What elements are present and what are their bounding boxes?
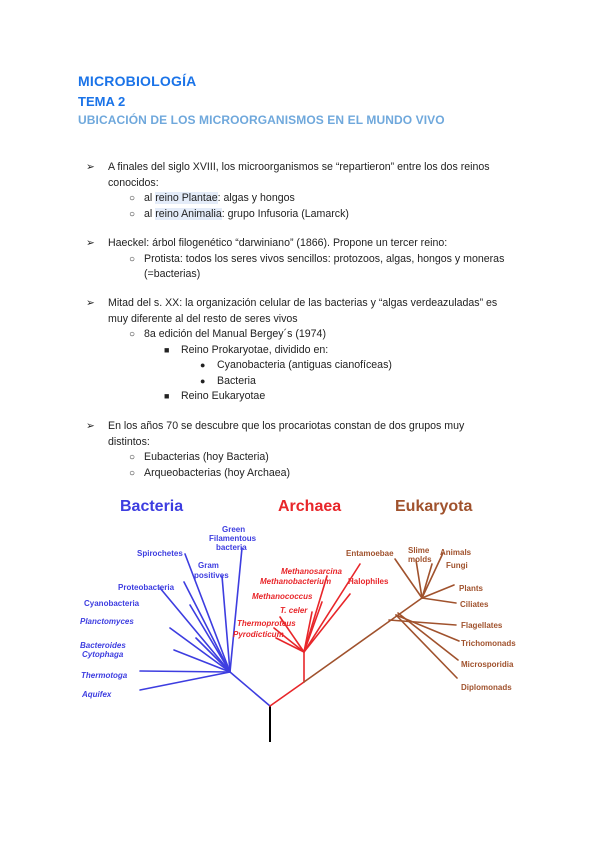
leaf-label-methanosarcina: Methanosarcina xyxy=(281,567,342,576)
sub-item: ○ Arqueobacterias (hoy Archaea) xyxy=(129,466,464,482)
leaf-label-animals: Animals xyxy=(440,548,472,557)
text: Bacteria xyxy=(217,374,256,387)
bullet-item: ➢ Haeckel: árbol filogenético “darwiniano… xyxy=(86,236,504,252)
circle-bullet-icon: ○ xyxy=(129,253,136,265)
leaf-label-bacteroides: Bacteroides xyxy=(80,641,126,650)
bullet-text-cont: distintos: xyxy=(108,435,150,448)
text: Arqueobacterias (hoy Archaea) xyxy=(144,466,291,479)
domain-label-bacteria: Bacteria xyxy=(120,498,183,515)
bullet-text: Haeckel: árbol filogenético “darwiniano”… xyxy=(108,237,448,249)
leaf-label-pyrodicticum: Pyrodicticum xyxy=(233,630,284,639)
eukaryota-labels: Entamoebae Slime molds Animals Fungi Pla… xyxy=(346,546,516,692)
arrow-bullet-icon: ➢ xyxy=(86,297,95,309)
circle-bullet-icon: ○ xyxy=(129,193,136,204)
text: Reino Eukaryotae xyxy=(181,390,266,402)
section-title: UBICACIÓN DE LOS MICROORGANISMOS EN EL M… xyxy=(78,113,445,127)
archaea-labels: Methanosarcina Methanobacterium Halophil… xyxy=(233,567,389,639)
bullet-text: En los años 70 se descubre que los proca… xyxy=(108,420,465,432)
domain-label-eukaryota: Eukaryota xyxy=(395,498,472,515)
leaf-label-plants: Plants xyxy=(459,584,484,593)
leaf-label-halophiles: Halophiles xyxy=(348,577,389,586)
leaf-label-green-filamentous: bacteria xyxy=(216,543,247,552)
leaf-label-slime-molds: Slime xyxy=(408,546,430,555)
bullet-block-3: ➢ Mitad del s. XX: la organización celula… xyxy=(86,296,498,405)
square-bullet-icon: ■ xyxy=(164,391,170,401)
bullet-block-2: ➢ Haeckel: árbol filogenético “darwiniano… xyxy=(86,236,505,283)
leaf-label-green-filamentous: Filamentous xyxy=(209,534,257,543)
leaf-label-trichomonads: Trichomonads xyxy=(461,639,516,648)
bullet-text: A finales del siglo XVIII, los microorga… xyxy=(108,161,490,173)
leaf-label-aquifex: Aquifex xyxy=(81,690,112,699)
sub-sub-sub-item: ● Bacteria xyxy=(200,374,497,390)
sub-item: ○ al reino Animalia: grupo Infusoria (Lam… xyxy=(129,207,490,223)
sub-sub-sub-item: ● Cyanobacteria (antiguas cianofíceas) xyxy=(200,358,497,374)
leaf-label-cyanobacteria: Cyanobacteria xyxy=(84,599,140,608)
arrow-bullet-icon: ➢ xyxy=(86,161,95,173)
leaf-label-flagellates: Flagellates xyxy=(461,621,503,630)
text: Cyanobacteria (antiguas cianofíceas) xyxy=(217,359,392,371)
circle-bullet-icon: ○ xyxy=(129,329,136,340)
sub-item: ○ al reino Plantae: algas y hongos xyxy=(129,191,490,207)
subject-heading: MICROBIOLOGÍA xyxy=(78,73,197,89)
bullet-item: ➢ Mitad del s. XX: la organización celula… xyxy=(86,296,498,312)
circle-bullet-icon: ○ xyxy=(129,467,136,479)
eukaryota-branches xyxy=(303,552,460,683)
text: al xyxy=(144,207,156,220)
bullet-block-4: ➢ En los años 70 se descubre que los proc… xyxy=(86,419,465,482)
text: : algas y hongos xyxy=(217,192,295,204)
text: 8a edición del Manual Bergey´s (1974) xyxy=(144,328,326,340)
phylogenetic-tree-figure: Bacteria Archaea Eukaryota xyxy=(80,498,516,742)
leaf-label-spirochetes: Spirochetes xyxy=(137,549,183,558)
sub-item: ○ Eubacterias (hoy Bacteria) xyxy=(129,450,464,466)
sub-sub-item: ■ Reino Eukaryotae xyxy=(164,389,497,405)
bacteria-labels: Green Filamentous bacteria Spirochetes G… xyxy=(80,525,257,699)
bullet-text-cont: muy diferente al del resto de seres vivo… xyxy=(108,312,298,325)
leaf-label-green-filamentous: Green xyxy=(222,525,245,534)
leaf-label-gram-positives: positives xyxy=(194,571,229,580)
highlight-text: reino Animalia xyxy=(155,207,222,220)
text: Reino Prokaryotae, dividido en: xyxy=(181,343,329,356)
leaf-label-ciliates: Ciliates xyxy=(460,600,489,609)
arrow-bullet-icon: ➢ xyxy=(86,237,95,249)
bullet-text: Mitad del s. XX: la organización celular… xyxy=(108,297,498,309)
sub-item: ○ Protista: todos los seres vivos sencill… xyxy=(129,252,505,268)
square-bullet-icon: ■ xyxy=(164,344,170,355)
topic-heading: TEMA 2 xyxy=(78,94,126,109)
bullet-item: ➢ En los años 70 se descubre que los proc… xyxy=(86,419,465,435)
leaf-label-cytophaga: Cytophaga xyxy=(82,650,124,659)
leaf-label-slime-molds: molds xyxy=(408,555,432,564)
arrow-bullet-icon: ➢ xyxy=(86,420,95,432)
leaf-label-methanobacterium: Methanobacterium xyxy=(260,577,331,586)
leaf-label-microsporidia: Microsporidia xyxy=(461,660,514,669)
text: Protista: todos los seres vivos sencillo… xyxy=(144,252,505,265)
sub-item: ○ 8a edición del Manual Bergey´s (1974) xyxy=(129,327,497,343)
leaf-label-entamoebae: Entamoebae xyxy=(346,549,394,558)
leaf-label-proteobacteria: Proteobacteria xyxy=(118,583,175,592)
highlight-text: reino Plantae xyxy=(155,192,218,204)
bacteria-branches xyxy=(139,547,271,707)
leaf-label-methanococcus: Methanococcus xyxy=(252,592,313,601)
leaf-label-tceler: T. celer xyxy=(280,606,308,615)
leaf-label-planctomyces: Planctomyces xyxy=(80,617,134,626)
bullet-item: ➢ A finales del siglo XVIII, los microorg… xyxy=(86,160,490,176)
circle-bullet-icon: ○ xyxy=(129,452,136,463)
leaf-label-diplomonads: Diplomonads xyxy=(461,683,512,692)
text: al xyxy=(144,192,156,204)
circle-bullet-icon: ○ xyxy=(129,208,136,220)
dot-bullet-icon: ● xyxy=(200,360,206,370)
text: Eubacterias (hoy Bacteria) xyxy=(144,451,269,463)
bullet-text-cont: conocidos: xyxy=(108,176,159,189)
leaf-label-thermoproteus: Thermoproteus xyxy=(237,619,296,628)
bullet-block-1: ➢ A finales del siglo XVIII, los microorg… xyxy=(86,160,490,223)
leaf-label-thermotoga: Thermotoga xyxy=(81,671,128,680)
text: : grupo Infusoria (Lamarck) xyxy=(221,207,349,220)
archaea-branches xyxy=(269,563,361,707)
dot-bullet-icon: ● xyxy=(200,375,206,386)
leaf-label-gram-positives: Gram xyxy=(198,561,219,570)
domain-label-archaea: Archaea xyxy=(278,498,341,515)
leaf-label-fungi: Fungi xyxy=(446,561,468,570)
sub-item-cont: (=bacterias) xyxy=(144,268,201,280)
sub-sub-item: ■ Reino Prokaryotae, dividido en: xyxy=(164,343,497,359)
